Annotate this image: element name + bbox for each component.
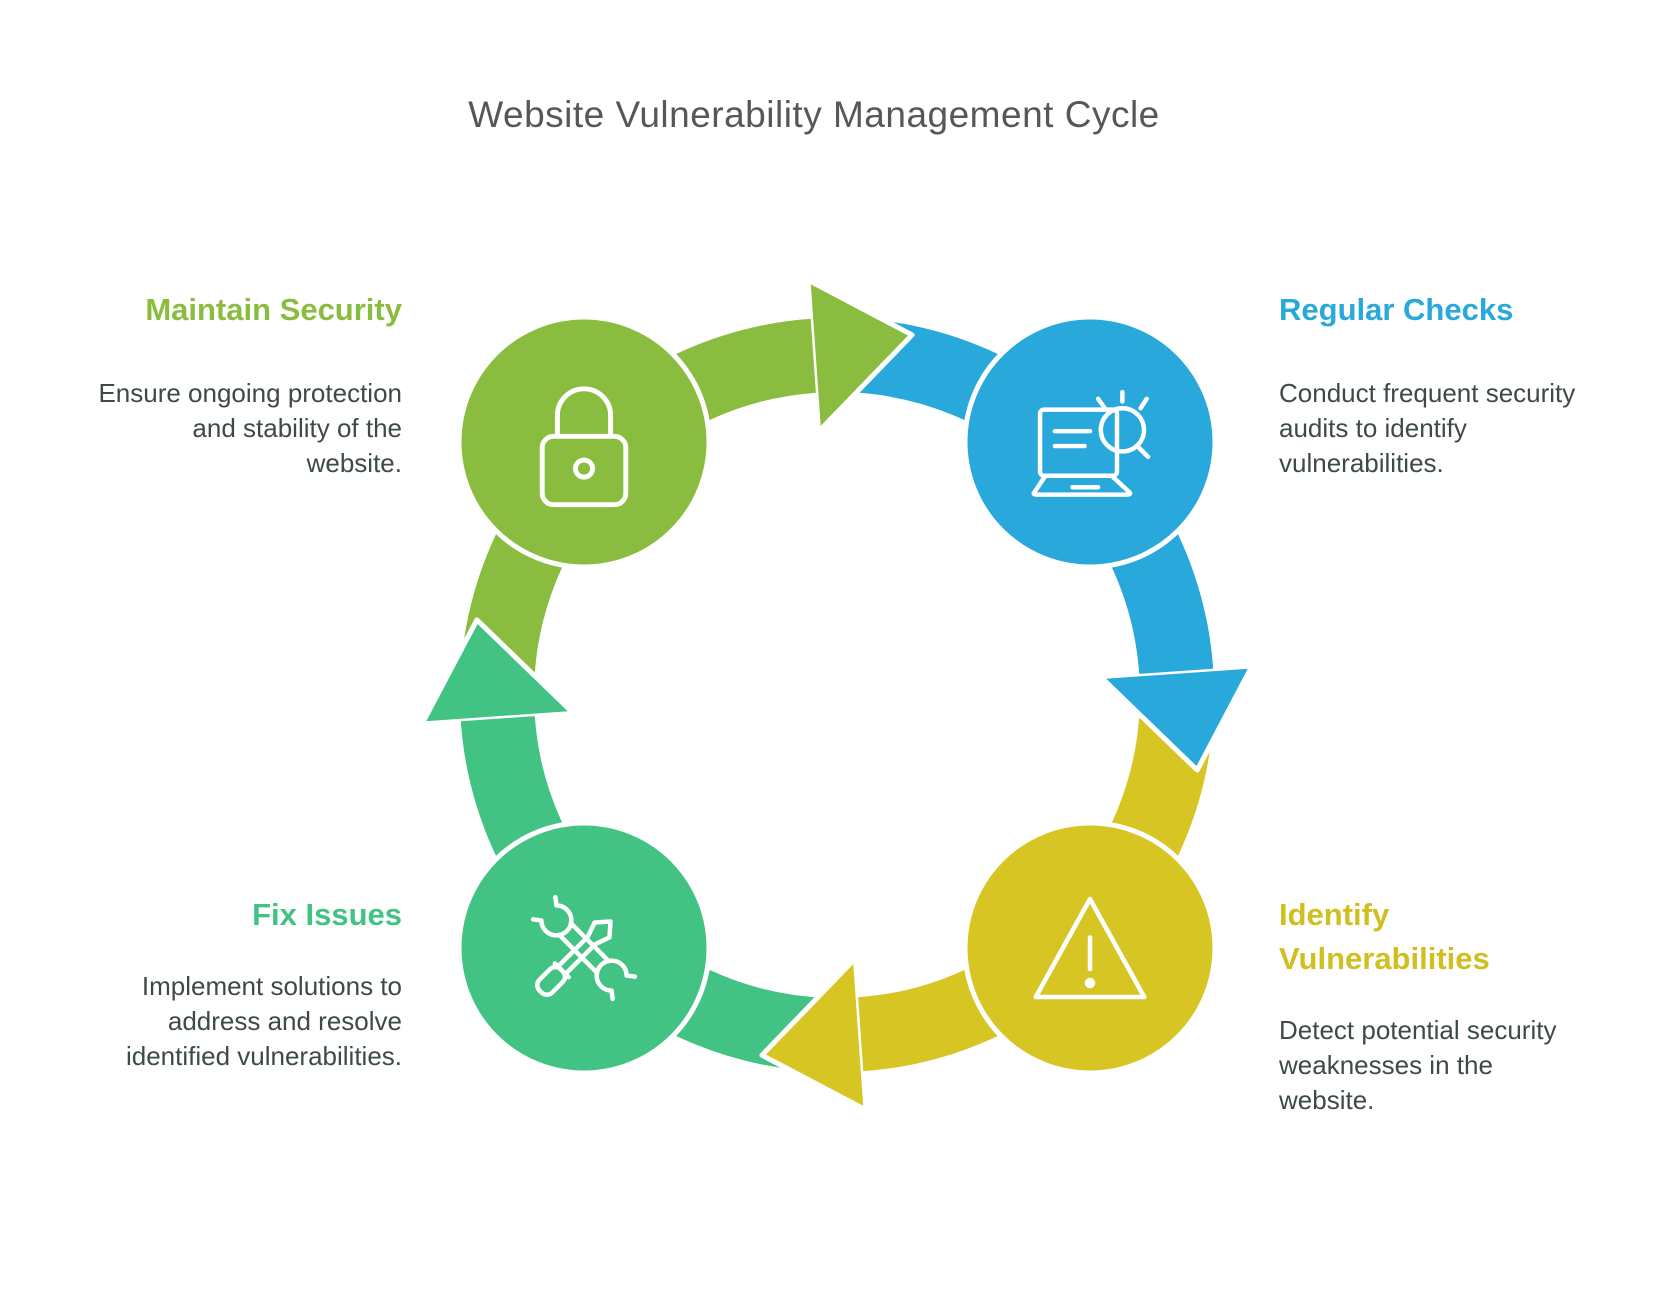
step-regular-checks: Regular Checks Conduct frequent security… [1279,288,1669,481]
page-title: Website Vulnerability Management Cycle [468,94,1160,135]
step-heading-maintain-security: Maintain Security [145,292,402,327]
laptop-search-icon [1031,389,1151,497]
arc-joint-blue [1133,616,1214,675]
cycle-arrows [419,277,1255,1113]
lock-icon [539,386,629,508]
step-maintain-security: Maintain Security Ensure ongoing protect… [12,288,402,481]
wrench-icon [530,894,638,1002]
arc-joint-yellow [857,991,916,1072]
wrench-screwdriver-icon [530,894,638,1002]
screwdriver-icon [535,919,613,997]
node-maintain-security [456,314,712,570]
node-regular-checks [962,314,1218,570]
warning-triangle-icon [1033,896,1147,1000]
arc-joint-green [758,318,817,399]
arc-joint-teal [460,715,541,774]
step-heading-regular-checks: Regular Checks [1279,292,1514,327]
node-fix-issues [456,820,712,1076]
step-heading-fix-issues: Fix Issues [252,897,402,932]
